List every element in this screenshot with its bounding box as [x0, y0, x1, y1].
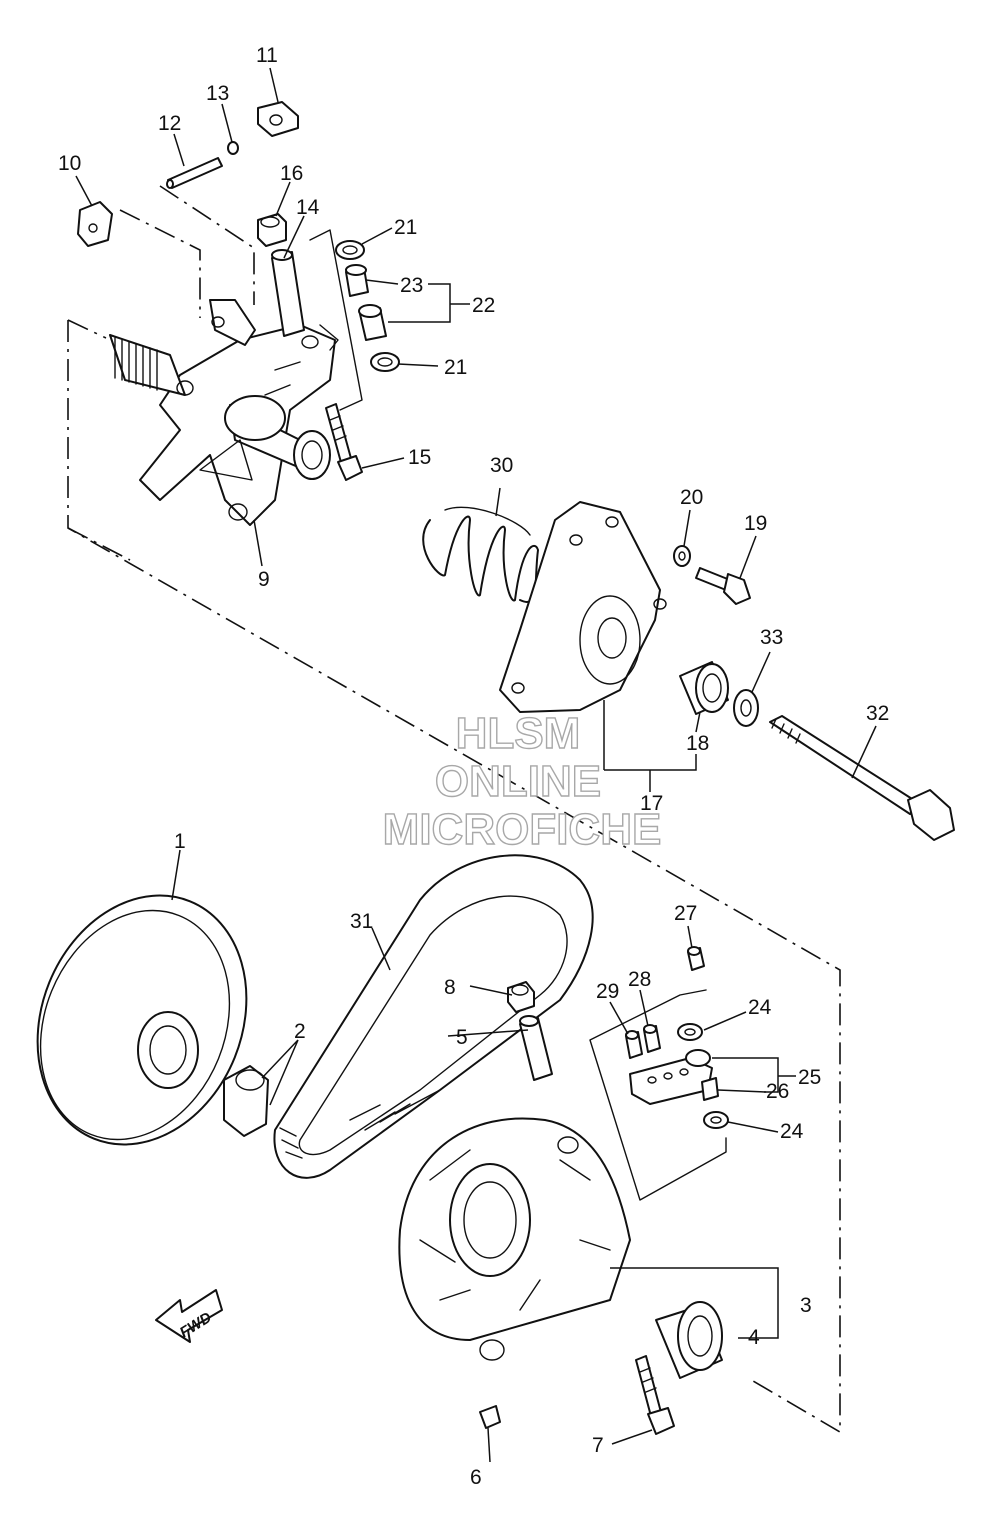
bearing-4: [655, 1301, 723, 1379]
callout-19: 19: [744, 512, 767, 535]
roller-11: [257, 101, 299, 137]
bushing-22: [358, 304, 387, 341]
callout-14: 14: [296, 196, 320, 219]
callout-23: 23: [400, 274, 423, 297]
bracket-lines-lower: [589, 989, 727, 1201]
callout-10: 10: [58, 152, 81, 175]
bracket-lines: [309, 229, 363, 411]
callout-28: 28: [628, 968, 651, 991]
bolt-15: [325, 403, 363, 481]
callout-9: 9: [258, 568, 270, 591]
callout-30: 30: [490, 454, 513, 477]
callout-17: 17: [640, 792, 663, 815]
callout-8: 8: [444, 976, 456, 999]
bushing-18: [679, 661, 729, 715]
washer-21-top: [335, 240, 365, 260]
washer-24-bottom: [703, 1111, 729, 1129]
bolt-7: [635, 1355, 675, 1435]
leader-lines: [75, 67, 877, 1463]
belt-31: [273, 854, 594, 1179]
collar-5: [519, 1015, 553, 1081]
watermark-line3: MICROFICHE: [383, 805, 662, 854]
slider-10: [77, 201, 113, 247]
nut-8: [507, 981, 535, 1013]
spacer-2: [223, 1065, 269, 1137]
callout-21-top: 21: [394, 216, 417, 239]
bushing-23: [345, 264, 369, 297]
callout-31: 31: [350, 910, 373, 933]
movable-sheave-3: [398, 1117, 631, 1361]
callout-12: 12: [158, 112, 181, 135]
washer-24-top: [677, 1023, 703, 1041]
sheave-1: [36, 894, 248, 1146]
pin-6: [479, 1405, 501, 1429]
spring-30: [422, 506, 539, 603]
callout-11: 11: [256, 44, 278, 67]
callout-1: 1: [174, 830, 186, 853]
callout-32: 32: [866, 702, 889, 725]
callout-4: 4: [748, 1326, 760, 1349]
callout-26: 26: [766, 1080, 789, 1103]
pin-12: [166, 157, 223, 189]
callout-3: 3: [800, 1294, 812, 1317]
bolt-19: [695, 567, 751, 605]
callout-33: 33: [760, 626, 783, 649]
callout-18: 18: [686, 732, 709, 755]
callout-27: 27: [674, 902, 697, 925]
sheave-plate-17: [499, 501, 667, 713]
callout-20: 20: [680, 486, 703, 509]
callout-5: 5: [456, 1026, 468, 1049]
collar-14: [271, 249, 305, 337]
callout-6: 6: [470, 1466, 482, 1489]
watermark-line2: ONLINE: [435, 757, 601, 806]
callout-29: 29: [596, 980, 619, 1003]
bushing-26: [701, 1077, 719, 1101]
washer-21-bottom: [370, 352, 400, 372]
bolt-32: [769, 715, 955, 841]
callout-22: 22: [472, 294, 495, 317]
callout-24-bottom: 24: [780, 1120, 804, 1143]
slider-25: [629, 1049, 713, 1105]
callout-24-top: 24: [748, 996, 772, 1019]
washer-20: [673, 545, 691, 567]
callout-16: 16: [280, 162, 303, 185]
fixed-sheave-assembly: [109, 299, 336, 526]
callout-15: 15: [408, 446, 431, 469]
watermark-line1: HLSM: [456, 709, 581, 758]
shaft-thread: [114, 337, 158, 391]
bolt-27: [687, 946, 705, 971]
callout-13: 13: [206, 82, 229, 105]
callout-25: 25: [798, 1066, 821, 1089]
bolt-28: [643, 1024, 661, 1053]
callout-numbers: 1 2 3 4 5 6 7 8 9 10 11 12 13 14 15 16 1…: [58, 44, 889, 1489]
watermark: HLSM ONLINE MICROFICHE: [382, 708, 662, 854]
nut-16: [257, 213, 287, 247]
o-ring-13: [227, 141, 239, 155]
callout-21-bottom: 21: [444, 356, 467, 379]
callout-7: 7: [592, 1434, 604, 1457]
fwd-arrow-icon: FWD: [155, 1289, 223, 1343]
washer-33: [733, 689, 759, 727]
callout-2: 2: [294, 1020, 306, 1043]
dash-frame: [67, 185, 841, 1434]
bolt-29: [625, 1030, 643, 1059]
